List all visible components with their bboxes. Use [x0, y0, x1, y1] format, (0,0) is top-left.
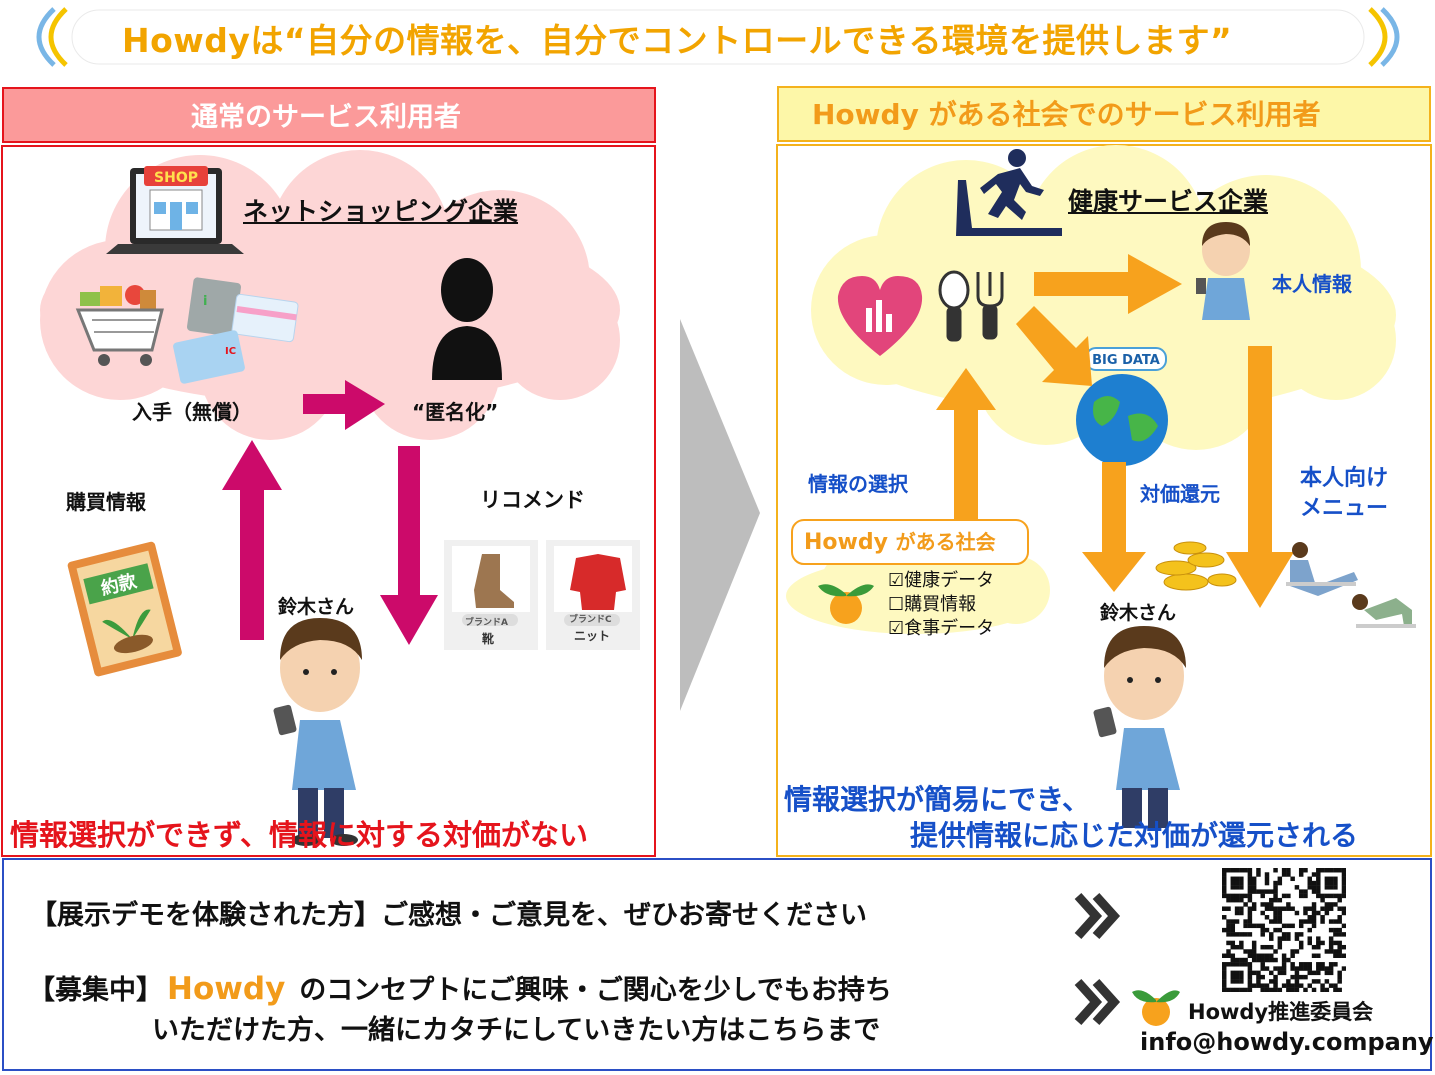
- treadmill-runner-icon: [956, 149, 1062, 236]
- right-header-text: がある社会でのサービス利用者: [928, 98, 1321, 131]
- card-label: IC: [225, 346, 236, 357]
- shop-sign: SHOP: [154, 170, 198, 186]
- product-name-shoes: 靴: [482, 632, 495, 646]
- right-diagram: BIG DATA: [786, 145, 1416, 828]
- contact-panel: [2, 858, 1432, 1071]
- purchase-info-label: 購買情報: [66, 490, 146, 514]
- page-title: Howdyは“自分の情報を、自分でコントロールできる環境を提供します”: [122, 14, 1232, 62]
- left-panel-header: [2, 87, 656, 143]
- howdy-logo: Howdy: [812, 98, 919, 131]
- menu-label-line2: メニュー: [1300, 496, 1389, 521]
- arrow-info-select-up: [936, 368, 996, 524]
- anonymous-person-icon: [432, 258, 502, 380]
- product-brand-a: ブランドA: [465, 618, 508, 628]
- arrow-compensation-down: [1082, 462, 1146, 592]
- howdy-sprout-icon: [818, 584, 874, 624]
- company-label-health: 健康サービス企業: [1068, 187, 1269, 216]
- cloud-shape: [811, 145, 1396, 450]
- menu-label-line1: 本人向け: [1300, 466, 1389, 491]
- howdy-sprout-icon: [1132, 990, 1180, 1026]
- qr-code-icon[interactable]: [1222, 868, 1346, 992]
- big-data-globe-icon: BIG DATA: [1076, 347, 1168, 466]
- company-label-netshop: ネットショッピング企業: [243, 197, 519, 226]
- ic-card-icon: i IC: [173, 277, 299, 384]
- suzuki-user-illustration: [1093, 626, 1186, 828]
- right-panel: [776, 144, 1432, 857]
- left-panel: [1, 145, 656, 857]
- recruit-text-line2: いただけた方、一緒にカタチにしていきたい方はこちらまで: [152, 1015, 881, 1046]
- society-badge: [791, 519, 1029, 565]
- org-name: Howdy推進委員会: [1188, 1000, 1374, 1024]
- exercise-illustration: [1286, 542, 1416, 628]
- left-conclusion: 情報選択ができず、情報に対する対価がない: [10, 818, 588, 852]
- svg-text:i: i: [203, 294, 207, 309]
- recruit-text: 【募集中】Howdy のコンセプトにご興味・ご関心を少しでもお持ち: [28, 968, 892, 1007]
- left-diagram: SHOP i IC: [40, 150, 640, 846]
- coins-icon: [1155, 541, 1237, 591]
- checklist-item-health: ☑健康データ: [888, 570, 995, 591]
- suzuki-user-illustration: [273, 618, 362, 846]
- big-data-label: BIG DATA: [1092, 353, 1160, 368]
- feedback-request-text: 【展示デモを体験された方】ご感想・ご意見を、ぜひお寄せください: [30, 900, 867, 931]
- heart-health-icon: [837, 276, 923, 356]
- info-select-label: 情報の選択: [808, 472, 908, 496]
- right-conclusion-line1: 情報選択が簡易にでき、: [784, 783, 1091, 816]
- laptop-shop-icon: SHOP: [106, 166, 244, 254]
- arrow-to-bigdata: [1016, 306, 1092, 386]
- recommend-label: リコメンド: [480, 488, 585, 512]
- product-card-sweater: [546, 540, 640, 650]
- product-brand-c: ブランドC: [569, 615, 612, 625]
- anonymize-label: “匿名化”: [412, 400, 499, 424]
- personal-user-illustration: [1196, 222, 1250, 320]
- checklist-item-meal: ☑食事データ: [888, 618, 995, 639]
- left-panel-title: 通常のサービス利用者: [191, 102, 461, 133]
- right-conclusion-line2: 提供情報に応じた対価が還元される: [910, 819, 1359, 852]
- checklist-item-purchase: ☐購買情報: [888, 594, 977, 615]
- acquire-label: 入手（無償）: [132, 400, 252, 424]
- arrow-to-personal-info: [1034, 254, 1182, 314]
- howdy-logo: Howdy: [122, 21, 251, 60]
- product-name-knit: ニット: [574, 629, 611, 643]
- chevron-right-icon: [1074, 892, 1121, 1026]
- personal-info-label: 本人情報: [1272, 272, 1352, 296]
- spoon-fork-icon: [938, 270, 1004, 342]
- shopping-cart-icon: [75, 285, 164, 366]
- arrow-menu-down: [1226, 346, 1294, 608]
- recruit-suffix: のコンセプトにご興味・ご関心を少しでもお持ち: [299, 975, 892, 1006]
- society-text: がある社会: [895, 530, 996, 554]
- arrow-acquire-to-anonymize: [303, 380, 385, 430]
- right-panel-title: Howdy がある社会でのサービス利用者: [812, 93, 1321, 133]
- terms-book-icon: 約款: [67, 541, 182, 677]
- transition-arrow: [680, 319, 760, 711]
- contact-email-link[interactable]: info@howdy.company: [1140, 1028, 1434, 1056]
- howdy-logo: Howdy: [167, 971, 286, 1007]
- title-text: は“自分の情報を、自分でコントロールできる環境を提供します”: [250, 21, 1233, 60]
- compensation-label: 対価還元: [1140, 482, 1220, 506]
- arrow-recommend-down: [380, 446, 438, 645]
- user-name-right: 鈴木さん: [1100, 602, 1177, 624]
- howdy-logo: Howdy: [804, 530, 888, 555]
- recruit-prefix: 【募集中】: [28, 975, 163, 1006]
- society-label: Howdy がある社会: [804, 526, 996, 555]
- right-panel-header: [777, 86, 1431, 142]
- user-name-left: 鈴木さん: [278, 596, 355, 618]
- product-card-boots: [444, 540, 538, 650]
- title-banner: [36, 7, 1400, 67]
- arrow-purchase-up: [222, 440, 282, 640]
